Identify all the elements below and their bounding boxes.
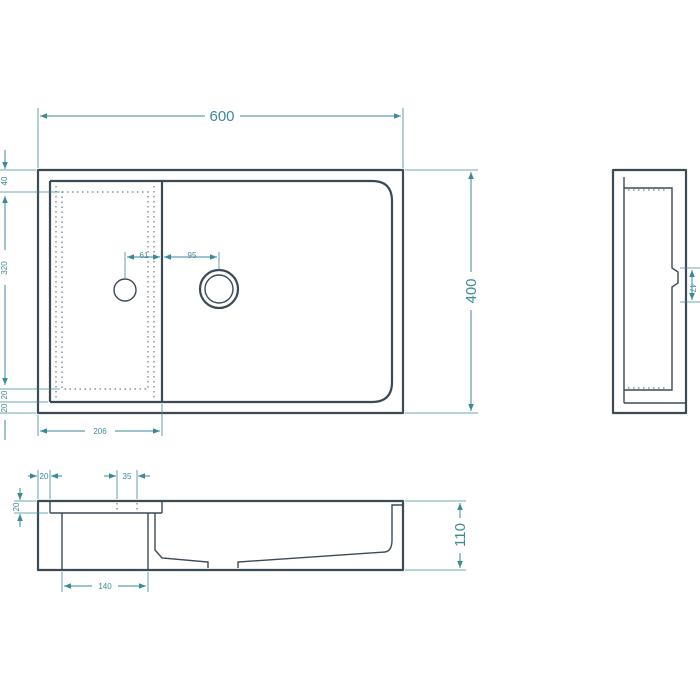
- dim-bottom-rim: 20: [0, 390, 9, 399]
- tap-hole: [113, 278, 137, 302]
- dim-overall-height: 110: [452, 523, 469, 547]
- side-inner-profile: [623, 177, 679, 403]
- bowl-section: [154, 504, 403, 568]
- dim-overall-width: 600: [209, 108, 234, 125]
- dim-shelf-depth: 140: [98, 582, 112, 591]
- dim-left-rim: 20: [0, 403, 9, 412]
- dim-shelf-height: 20: [12, 502, 21, 511]
- side-view: 47: [611, 168, 700, 415]
- front-view: 20 35 20 140 110: [12, 470, 469, 592]
- dim-top-rim: 40: [0, 176, 9, 185]
- side-outer: [611, 168, 688, 415]
- shelf-hidden-recess: [61, 191, 149, 390]
- top-view: 600 400 40 320 20 20 61 95 206: [0, 108, 480, 440]
- drain-inner: [204, 274, 234, 304]
- dim-overall-depth: 400: [463, 278, 480, 303]
- dim-shelf-width: 206: [93, 427, 107, 436]
- dim-side-wall: 20: [40, 472, 49, 481]
- dim-overflow-height: 47: [688, 284, 697, 293]
- bowl-outline: [160, 179, 394, 404]
- dim-slot-width: 35: [123, 472, 132, 481]
- dim-drain-offset-a: 61: [140, 251, 149, 260]
- basin-outer-rim: [36, 168, 405, 415]
- front-outer: [36, 499, 405, 572]
- dim-inner-depth: 320: [0, 261, 9, 275]
- dim-drain-offset-b: 95: [188, 251, 197, 260]
